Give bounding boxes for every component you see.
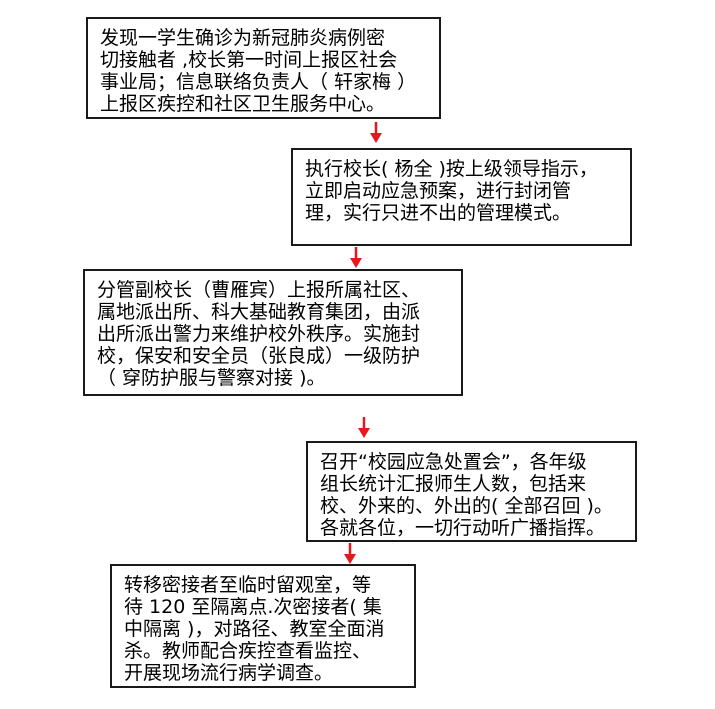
step-3-line-3: 出所派出警力来维护校外秩序。实施封 — [97, 323, 421, 345]
flow-step-5-box: 转移密接者至临时留观室，等 待 120 至隔离点.次密接者( 集 中隔离 )，对… — [110, 564, 416, 688]
flow-step-1-box: 发现一学生确诊为新冠肺炎病例密 切接触者 ,校长第一时间上报区社会 事业局；信息… — [86, 17, 441, 119]
step-5-line-5: 开展现场流行病学调查。 — [124, 662, 334, 684]
step-3-line-5: （ 穿防护服与警察对接 )。 — [97, 367, 326, 389]
step-4-line-1: 召开“校园应急处置会”，各年级 — [320, 451, 587, 473]
flow-step-2-box: 执行校长( 杨全 )按上级领导指示， 立即启动应急预案，进行封闭管 理，实行只进… — [291, 148, 632, 246]
step-5-line-1: 转移密接者至临时留观室，等 — [124, 574, 372, 596]
step-1-line-4: 上报区疾控和社区卫生服务中心。 — [100, 93, 386, 115]
step-2-line-2: 立即启动应急预案，进行封闭管 — [305, 180, 572, 202]
step-2-line-3: 理，实行只进不出的管理模式。 — [305, 202, 572, 224]
down-arrow-icon — [358, 417, 370, 438]
step-5-line-3: 中隔离 )，对路径、教室全面消 — [124, 618, 385, 640]
flow-step-3-box: 分管副校长（曹雁宾）上报所属社区、 属地派出所、科大基础教育集团，由派 出所派出… — [83, 269, 463, 396]
step-5-line-4: 杀。教师配合疾控查看监控、 — [124, 640, 372, 662]
down-arrow-icon — [350, 247, 362, 268]
step-1-line-3: 事业局；信息联络负责人（ 轩家梅 ） — [100, 71, 417, 93]
step-4-line-4: 各就各位，一切行动听广播指挥。 — [320, 517, 606, 539]
step-3-line-2: 属地派出所、科大基础教育集团，由派 — [97, 301, 421, 323]
step-5-line-2: 待 120 至隔离点.次密接者( 集 — [124, 596, 382, 618]
step-4-line-2: 组长统计汇报师生人数，包括来 — [320, 473, 587, 495]
step-1-line-1: 发现一学生确诊为新冠肺炎病例密 — [100, 27, 386, 49]
step-1-line-2: 切接触者 ,校长第一时间上报区社会 — [100, 49, 398, 71]
step-3-line-1: 分管副校长（曹雁宾）上报所属社区、 — [97, 279, 421, 301]
down-arrow-icon — [370, 122, 382, 143]
step-2-line-1: 执行校长( 杨全 )按上级领导指示， — [305, 158, 598, 180]
step-4-line-3: 校、外来的、外出的( 全部召回 )。 — [320, 495, 613, 517]
step-3-line-4: 校，保安和安全员（张良成）一级防护 — [97, 345, 421, 367]
down-arrow-icon — [344, 543, 356, 564]
flow-step-4-box: 召开“校园应急处置会”，各年级 组长统计汇报师生人数，包括来 校、外来的、外出的… — [306, 441, 637, 542]
